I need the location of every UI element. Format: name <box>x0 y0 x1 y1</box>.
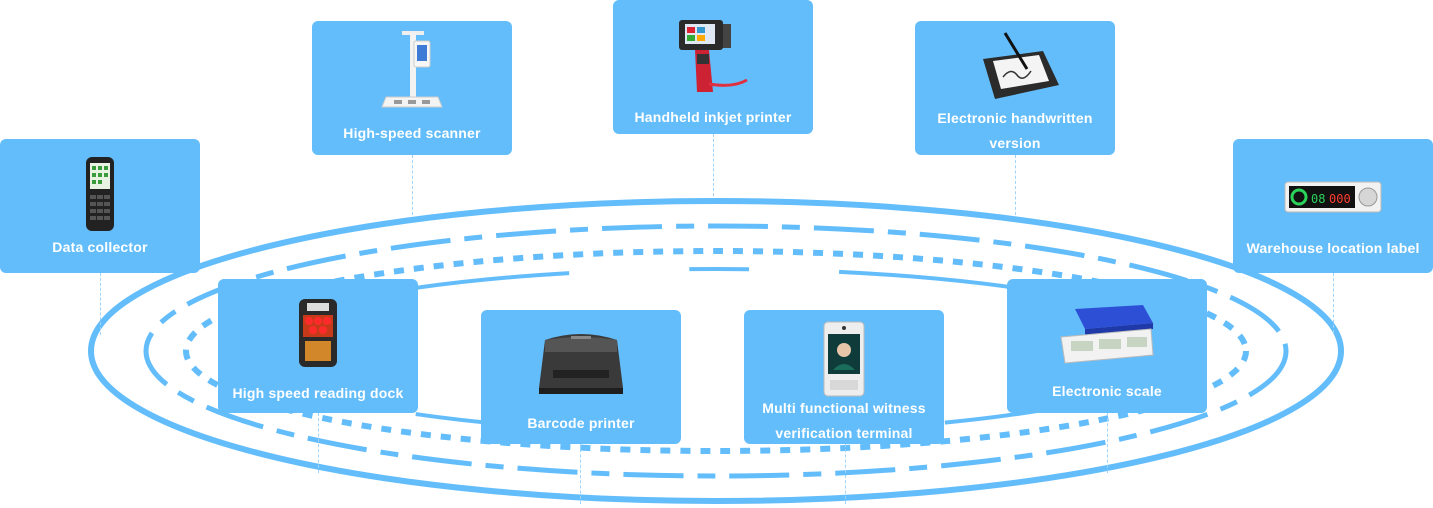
device-label: High speed reading dock <box>232 385 404 401</box>
connector-line <box>412 155 413 215</box>
device-label: Warehouse location label <box>1246 240 1420 256</box>
connector-line <box>1107 413 1108 473</box>
device-label: Data collector <box>52 239 148 255</box>
weighing-scale-icon <box>1007 297 1207 369</box>
face-verification-terminal-icon <box>744 320 944 398</box>
svg-text:08: 08 <box>1311 192 1325 206</box>
barcode-printer-icon <box>481 326 681 402</box>
connector-line <box>1333 273 1334 333</box>
device-label: Electronic scale <box>1052 383 1162 399</box>
signature-pad-icon <box>915 29 1115 109</box>
device-card-handheld-inkjet-printer[interactable]: Handheld inkjet printer <box>613 0 813 134</box>
device-card-high-speed-scanner[interactable]: High-speed scanner <box>312 21 512 155</box>
document-scanner-icon <box>312 27 512 111</box>
device-card-warehouse-location-label[interactable]: 08 000 Warehouse location label <box>1233 139 1433 273</box>
device-label: Barcode printer <box>527 415 635 431</box>
electronic-label-icon: 08 000 <box>1233 179 1433 215</box>
connector-line <box>845 444 846 504</box>
svg-text:000: 000 <box>1329 192 1351 206</box>
device-card-barcode-printer[interactable]: Barcode printer <box>481 310 681 444</box>
device-card-electronic-scale[interactable]: Electronic scale <box>1007 279 1207 413</box>
handheld-terminal-icon <box>0 155 200 233</box>
device-card-high-speed-reading-dock[interactable]: High speed reading dock <box>218 279 418 413</box>
device-label: High-speed scanner <box>343 125 481 141</box>
inkjet-printer-icon <box>613 14 813 100</box>
outer-ring <box>88 198 1344 504</box>
connector-line <box>100 273 101 335</box>
device-label: Electronic handwritten version <box>937 110 1093 151</box>
device-card-electronic-handwritten-version[interactable]: Electronic handwritten version <box>915 21 1115 155</box>
device-card-data-collector[interactable]: Data collector <box>0 139 200 273</box>
connector-line <box>1015 155 1016 215</box>
device-label: Multi functional witness verification te… <box>762 400 926 441</box>
dashed-ring <box>143 223 1289 479</box>
connector-line <box>713 134 714 196</box>
connector-line <box>318 413 319 473</box>
connector-line <box>580 444 581 504</box>
ticked-ring <box>183 248 1249 454</box>
reading-dock-icon <box>218 295 418 371</box>
device-card-witness-verification-terminal[interactable]: Multi functional witness verification te… <box>744 310 944 444</box>
device-label: Handheld inkjet printer <box>634 109 792 125</box>
